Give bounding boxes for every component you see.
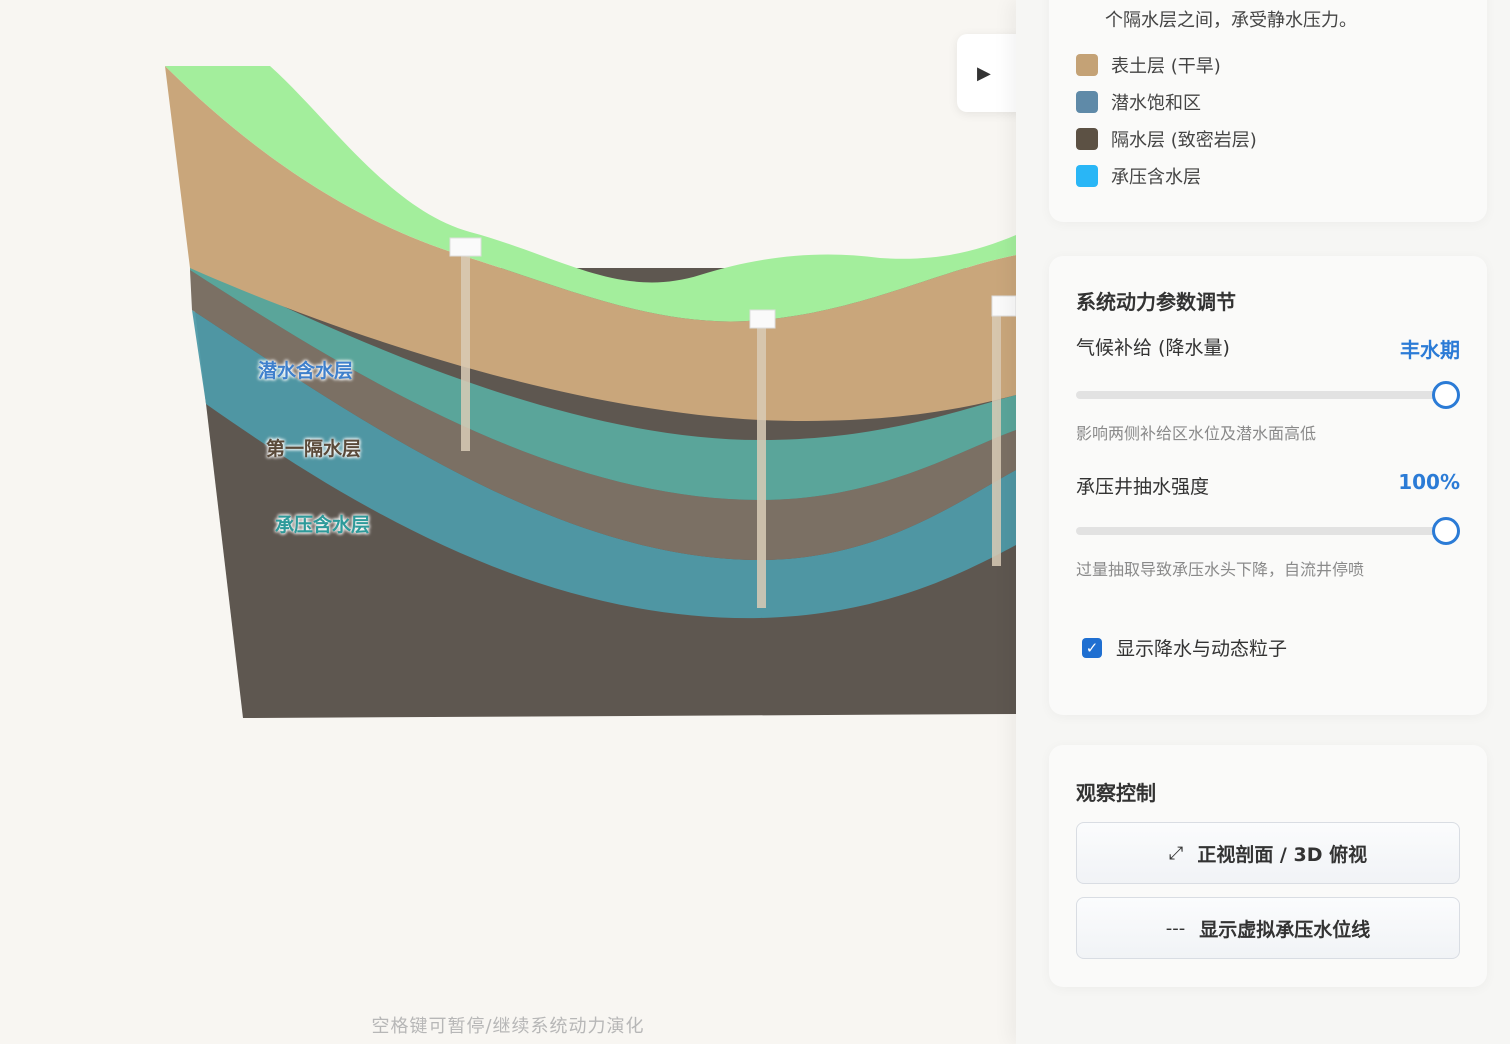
params-card: 系统动力参数调节 气候补给 (降水量) 丰水期 影响两侧补给区水位及潜水面高低 … bbox=[1049, 256, 1487, 715]
legend-item-label: 承压含水层 bbox=[1111, 167, 1201, 188]
legend-swatch bbox=[1076, 128, 1098, 150]
view-toggle-label: 正视剖面 / 3D 俯视 bbox=[1197, 843, 1368, 866]
observe-title: 观察控制 bbox=[1076, 781, 1156, 805]
keyboard-hint: 空格键可暂停/继续系统动力演化 bbox=[371, 1016, 645, 1037]
climate-desc: 影响两侧补给区水位及潜水面高低 bbox=[1076, 424, 1317, 443]
climate-slider[interactable] bbox=[1076, 381, 1460, 409]
pumping-slider[interactable] bbox=[1076, 517, 1460, 545]
label-aquitard: 第一隔水层 bbox=[266, 438, 362, 460]
pumping-slider-thumb[interactable] bbox=[1432, 517, 1460, 545]
params-title: 系统动力参数调节 bbox=[1076, 290, 1236, 314]
legend-item-label: 隔水层 (致密岩层) bbox=[1111, 130, 1257, 151]
headline-toggle-button[interactable]: --- 显示虚拟承压水位线 bbox=[1076, 897, 1460, 959]
legend-item-confined: 承压含水层 bbox=[1076, 163, 1201, 189]
well-right[interactable] bbox=[991, 295, 1016, 566]
climate-value: 丰水期 bbox=[1400, 338, 1460, 362]
pumping-value: 100% bbox=[1398, 470, 1460, 494]
legend-item-label: 表土层 (干旱) bbox=[1111, 56, 1221, 77]
headline-toggle-label: 显示虚拟承压水位线 bbox=[1199, 918, 1371, 941]
grass-surface bbox=[165, 66, 1016, 322]
pumping-label: 承压井抽水强度 bbox=[1076, 476, 1210, 498]
climate-label: 气候补给 (降水量) bbox=[1076, 337, 1230, 359]
particles-checkbox[interactable]: ✓ bbox=[1082, 637, 1102, 658]
view-toggle-button[interactable]: ⤢ 正视剖面 / 3D 俯视 bbox=[1076, 822, 1460, 884]
legend-item-label: 潜水饱和区 bbox=[1111, 93, 1201, 114]
scene-viewport[interactable]: 潜水含水层 第一隔水层 承压含水层 空格键可暂停/继续系统动力演化 bbox=[0, 0, 1016, 1044]
legend-item-phreatic: 潜水饱和区 bbox=[1076, 89, 1201, 115]
label-confined-aquifer: 承压含水层 bbox=[275, 514, 371, 536]
well-left[interactable] bbox=[449, 237, 482, 451]
well-middle[interactable] bbox=[749, 309, 776, 608]
observe-card: 观察控制 ⤢ 正视剖面 / 3D 俯视 --- 显示虚拟承压水位线 bbox=[1049, 745, 1487, 987]
legend-swatch bbox=[1076, 91, 1098, 113]
label-phreatic-aquifer: 潜水含水层 bbox=[258, 360, 354, 382]
confined-aquifer-band bbox=[192, 310, 1016, 619]
aquitard-band bbox=[190, 270, 1016, 560]
phreatic-aquifer-band bbox=[190, 262, 1016, 500]
pumping-desc: 过量抽取导致承压水头下降，自流井停喷 bbox=[1076, 560, 1365, 579]
soil-layer bbox=[165, 66, 1016, 421]
legend-item-aquitard: 隔水层 (致密岩层) bbox=[1076, 126, 1257, 152]
climate-slider-thumb[interactable] bbox=[1432, 381, 1460, 409]
expand-icon: ⤢ bbox=[1168, 842, 1184, 864]
play-button[interactable]: ▶ bbox=[957, 34, 1027, 112]
legend-note: 个隔水层之间，承受静水压力。 bbox=[1105, 10, 1357, 31]
legend-item-topsoil: 表土层 (干旱) bbox=[1076, 52, 1221, 78]
dashed-line-icon: --- bbox=[1165, 917, 1186, 939]
particles-label: 显示降水与动态粒子 bbox=[1116, 638, 1288, 660]
legend-card: 个隔水层之间，承受静水压力。 表土层 (干旱) 潜水饱和区 隔水层 (致密岩层)… bbox=[1049, 0, 1487, 222]
legend-swatch bbox=[1076, 54, 1098, 76]
particles-toggle[interactable]: ✓ 显示降水与动态粒子 bbox=[1082, 634, 1287, 661]
legend-swatch bbox=[1076, 165, 1098, 187]
play-icon: ▶ bbox=[977, 62, 991, 84]
cross-section-scene[interactable] bbox=[0, 0, 1016, 1044]
control-panel: 个隔水层之间，承受静水压力。 表土层 (干旱) 潜水饱和区 隔水层 (致密岩层)… bbox=[1016, 0, 1510, 1044]
